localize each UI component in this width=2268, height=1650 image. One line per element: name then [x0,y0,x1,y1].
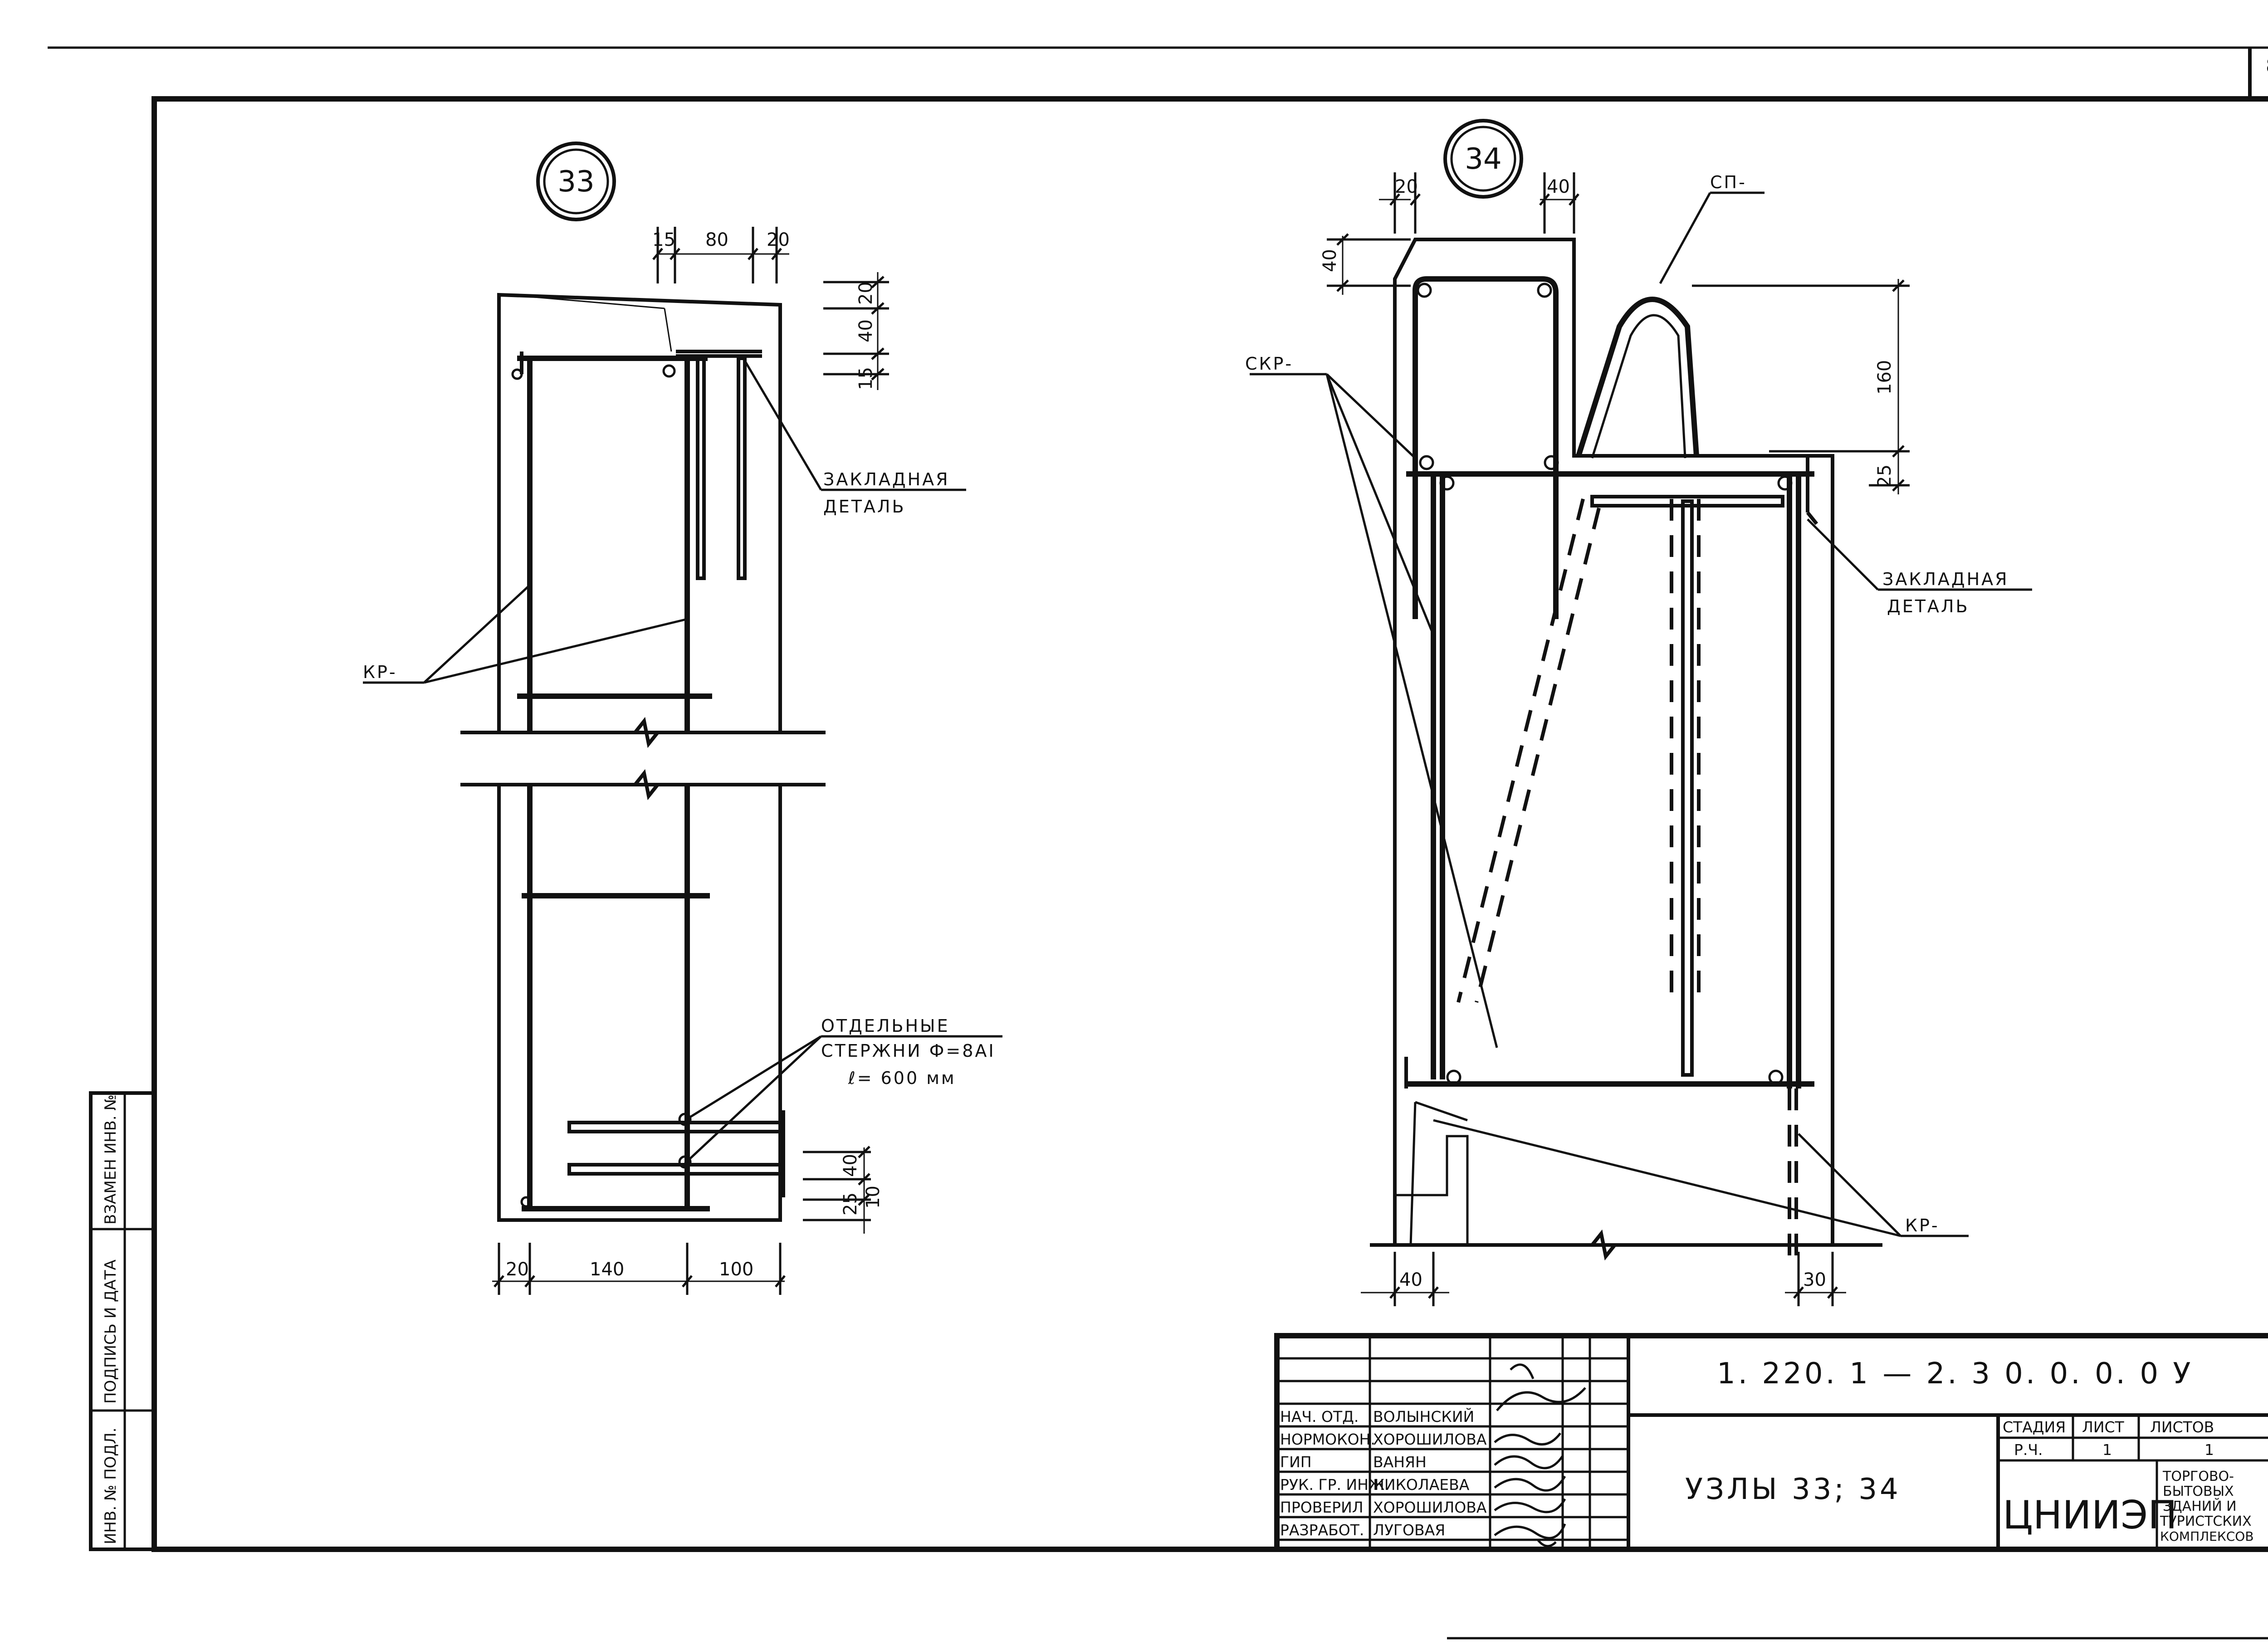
staff-name-6: ЛУГОВАЯ [1373,1521,1445,1539]
organization-name: ЦНИИЭП [2003,1493,2177,1538]
sheet-number: 88 [2266,54,2268,78]
staff-role-6: РАЗРАБОТ. [1280,1521,1364,1539]
staff-role-2: НОРМОКОН. [1280,1430,1375,1448]
node-33-dim-small-3: 10 [863,1186,884,1209]
staff-name-2: ХОРОШИЛОВА [1373,1430,1487,1448]
node-34-title: 34 [1465,142,1501,176]
side-stamp-signature-date: ПОДПИСЬ И ДАТА [102,1259,120,1404]
stage-header-sheets: ЛИСТОВ [2150,1418,2214,1436]
stage-value-sheet: 1 [2102,1441,2112,1459]
node-34-frame-rods [1404,471,1814,1089]
node-34-dims-right: 160 25 [1692,279,1910,494]
organization-detail: ТОРГОВО- БЫТОВЫХ ЗДАНИЙ И ТУРИСТСКИХ КОМ… [2160,1469,2254,1544]
node-34-dim-top-2: 40 [1547,176,1570,197]
node-34-title-circle [1443,119,1523,199]
node-34-hidden-lines [1457,498,1798,1265]
node-34-sp-loop [1576,297,1699,457]
staff-name-5: ХОРОШИЛОВА [1373,1499,1487,1516]
staff-role-3: ГИП [1280,1453,1312,1471]
node-33-frame-rods [511,351,712,1211]
side-stamp-inv-number: ИНВ. № ПОДЛ. [102,1428,120,1544]
node-33-dim-small-1: 40 [840,1154,861,1177]
node-34: 34 [1245,119,2032,1306]
node-33-label-bars-3: ℓ= 600 мм [848,1068,956,1088]
node-33-label-embedded-1: ЗАКЛАДНАЯ [823,469,950,489]
staff-name-4: НИКОЛАЕВА [1373,1476,1470,1494]
node-34-dim-left: 40 [1320,249,1340,272]
node-33-dim-top-1: 15 [652,229,675,250]
node-34-dim-top-1: 20 [1395,176,1418,197]
node-33-title: 33 [557,165,594,199]
node-33-separate-bars [567,1110,785,1197]
node-34-dim-right-1: 160 [1874,360,1895,395]
title-block [1274,1333,2268,1552]
node-33-dims-small: 40 25 10 [803,1146,884,1234]
node-33-dim-right-2: 40 [855,319,876,342]
stage-value-stage: Р.Ч. [2014,1441,2043,1459]
node-33-label-embedded-2: ДЕТАЛЬ [823,497,906,517]
node-33-label-bars-1: ОТДЕЛЬНЫЕ [821,1016,950,1036]
staff-name-3: ВАНЯН [1373,1453,1427,1471]
node-34-dims-bottom: 40 30 [1361,1252,1846,1306]
node-34-outline [1393,238,1834,1245]
org-detail-1: ТОРГОВО- [2162,1469,2234,1484]
node-33-dim-top-2: 80 [705,229,728,250]
node-34-label-embedded-2: ДЕТАЛЬ [1887,596,1970,616]
node-33-dims-right: 20 40 15 [823,272,889,390]
node-33-outline [497,293,782,1222]
org-detail-3: ЗДАНИЙ И [2163,1498,2237,1514]
side-stamp: ИНВ. № ПОДЛ. ПОДПИСЬ И ДАТА ВЗАМЕН ИНВ. … [89,1091,156,1551]
node-34-dims-top: 20 40 [1379,172,1579,234]
staff-role-5: ПРОВЕРИЛ [1280,1499,1364,1516]
org-detail-5: КОМПЛЕКСОВ [2160,1529,2254,1544]
node-33-embedded-detail [676,350,762,580]
node-34-skr-stirrup [1413,276,1559,619]
node-33: 33 [363,142,1002,1295]
stage-value-sheets: 1 [2204,1441,2214,1459]
node-33-label-frame: КР- [363,662,397,682]
staff-role-1: НАЧ. ОТД. [1280,1408,1359,1425]
org-detail-4: ТУРИСТСКИХ [2160,1513,2252,1529]
node-33-leaders [363,294,1002,1164]
node-34-label-skr: СКР- [1245,354,1293,374]
node-33-dim-bottom-3: 100 [719,1259,753,1280]
sheet-border [48,46,2268,1640]
node-34-dim-bottom-1: 40 [1399,1269,1422,1290]
node-33-dim-small-2: 25 [840,1192,861,1216]
node-33-dim-bottom-2: 140 [590,1259,624,1280]
stage-header-stage: СТАДИЯ [2003,1418,2066,1436]
node-34-dim-right-2: 25 [1874,464,1895,488]
title-block-staff: НАЧ. ОТД. ВОЛЫНСКИЙ НОРМОКОН. ХОРОШИЛОВА… [1280,1407,1487,1539]
node-33-dim-right-1: 20 [855,282,876,305]
node-33-dims-bottom: 20 140 100 [492,1243,786,1295]
signatures [1494,1363,1586,1547]
node-33-title-circle [536,142,616,221]
staff-name-1: ВОЛЫНСКИЙ [1373,1407,1474,1425]
node-33-dim-bottom-1: 20 [506,1259,529,1280]
node-34-leaders [1250,191,2032,1237]
drawing-designation: 1. 220. 1 — 2. 3 0. 0. 0. 0 У [1717,1357,2193,1391]
stage-header-sheet: ЛИСТ [2082,1418,2125,1436]
node-34-dim-left-group: 40 [1320,233,1411,295]
node-33-dim-top-3: 20 [767,229,790,250]
node-33-dim-right-3: 15 [855,367,876,390]
node-33-label-bars-2: СТЕРЖНИ Ф=8АI [821,1041,996,1061]
sheet-title: УЗЛЫ 33; 34 [1685,1473,1901,1506]
node-33-dims-top: 15 80 20 [652,227,790,283]
node-34-label-frame: КР- [1905,1216,1940,1235]
org-detail-2: БЫТОВЫХ [2163,1484,2234,1499]
node-34-label-sp: СП- [1710,172,1747,192]
side-stamp-replaced-inv: ВЗАМЕН ИНВ. № [102,1094,120,1225]
staff-role-4: РУК. ГР. ИНЖ. [1280,1476,1389,1494]
node-34-dim-bottom-2: 30 [1803,1269,1826,1290]
node-34-embedded-detail [1590,456,1818,1077]
node-34-label-embedded-1: ЗАКЛАДНАЯ [1882,569,2009,589]
